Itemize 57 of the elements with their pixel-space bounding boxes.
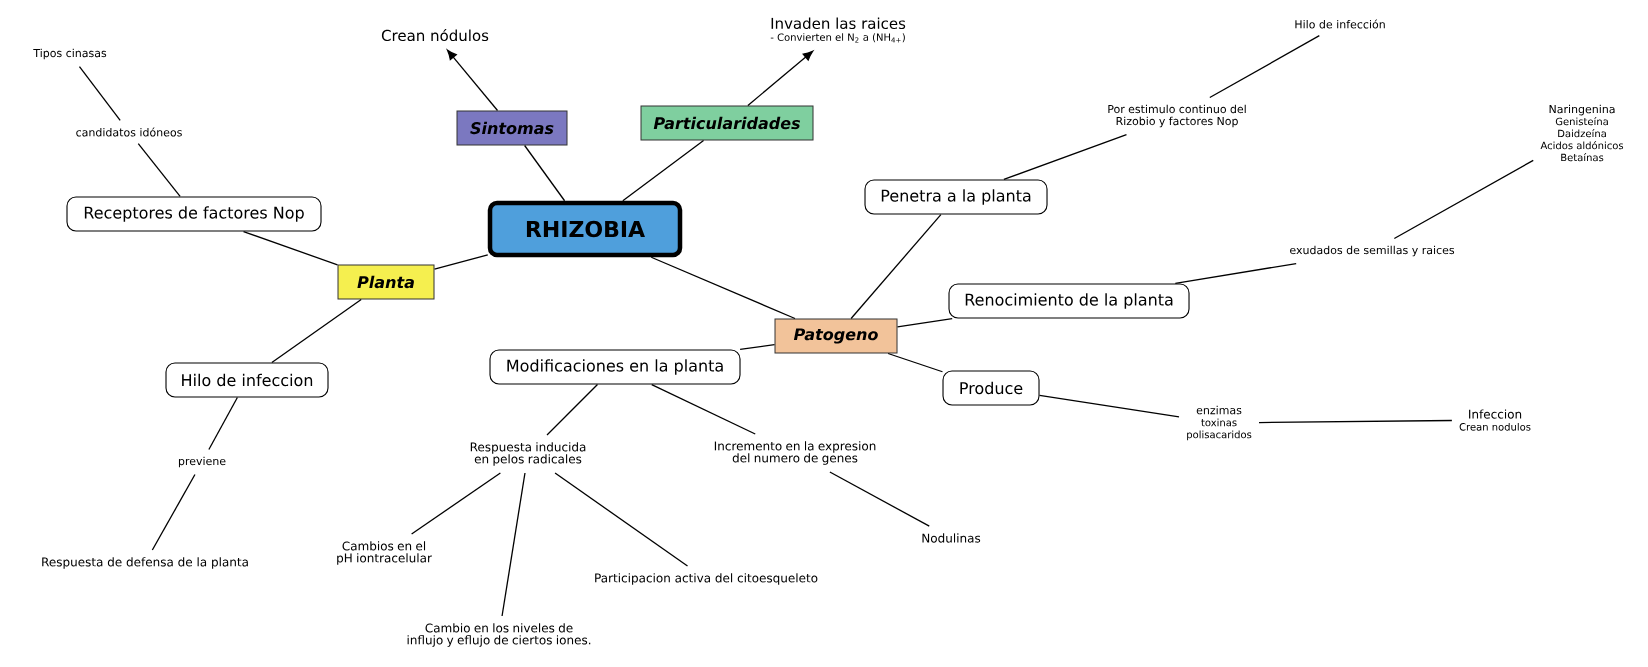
category-box: Sintomas — [456, 110, 568, 146]
connector-line — [1258, 419, 1453, 424]
connector-line — [1174, 262, 1297, 285]
connector-line — [546, 383, 599, 436]
connector-line — [739, 344, 776, 351]
category-box: Particularidades — [640, 105, 814, 141]
category-box: Patogeno — [774, 318, 898, 354]
concept-box: Renocimiento de la planta — [948, 283, 1190, 319]
concept-text: Por estimulo continuo del Rizobio y factores Nop — [1108, 104, 1246, 128]
connector-line — [242, 230, 339, 266]
concept-text: exudados de semillas y raices — [1290, 245, 1455, 257]
connector-line — [151, 473, 196, 551]
concept-text: Participacion activa del citoesqueleto — [595, 573, 818, 585]
connector-line — [651, 383, 756, 435]
connector-line — [271, 298, 362, 364]
concept-box: Produce — [942, 370, 1040, 406]
connector-line — [137, 143, 181, 198]
connector-line — [850, 213, 942, 320]
concept-text: Invaden las raices - Convierten el N$_{2}$ a (NH$_{4+}$) — [770, 17, 906, 43]
connector-line — [410, 472, 501, 535]
central-concept-box: RHIZOBIA — [487, 200, 683, 258]
connector-line — [208, 396, 239, 451]
concept-text: Incremento en la expresion del numero de genes — [714, 441, 876, 465]
connector-line — [1003, 133, 1128, 181]
concept-text: previene — [178, 456, 226, 468]
concept-box: Modificaciones en la planta — [489, 349, 741, 385]
concept-text: Tipos cinasas — [33, 48, 107, 60]
concept-box: Penetra a la planta — [864, 179, 1048, 215]
concept-text: Cambio en los niveles de influjo y eflujo de ciertos iones. — [407, 623, 591, 647]
connector-line — [78, 65, 121, 121]
connector-line — [524, 144, 566, 202]
concept-text: Crean nódulos — [381, 28, 489, 42]
concept-text: Respuesta de defensa de la planta — [42, 557, 248, 569]
concept-text: candidatos idóneos — [76, 127, 182, 137]
category-box: Planta — [337, 264, 435, 300]
concept-text: Nodulinas — [922, 533, 981, 543]
arrow — [446, 49, 499, 112]
connector-line — [650, 256, 796, 320]
concept-box: Receptores de factores Nop — [66, 196, 322, 232]
connector-line — [622, 139, 705, 202]
concept-text: Respuesta inducida en pelos radicales — [470, 442, 586, 466]
concept-text: Infeccion Crean nodulos — [1459, 409, 1531, 431]
concept-text: enzimas toxinas polisacaridos — [1187, 405, 1252, 441]
concept-text: Cambios en el pH iontracelular — [337, 541, 432, 565]
connector-line — [1393, 159, 1534, 240]
concept-text: Naringenina Genisteína Daidzeína Acidos aldónicos Betaínas — [1540, 104, 1624, 162]
connector-line — [1209, 35, 1320, 99]
connector-line — [829, 471, 930, 527]
connector-line — [896, 317, 953, 328]
connector-line — [433, 254, 489, 270]
concept-text: Hilo de infección — [1295, 19, 1385, 29]
connector-line — [887, 352, 944, 373]
connector-line — [554, 472, 689, 567]
connector-line — [1038, 394, 1180, 418]
arrow — [747, 50, 814, 107]
connector-line — [501, 472, 526, 617]
concept-box: Hilo de infeccion — [165, 362, 329, 398]
